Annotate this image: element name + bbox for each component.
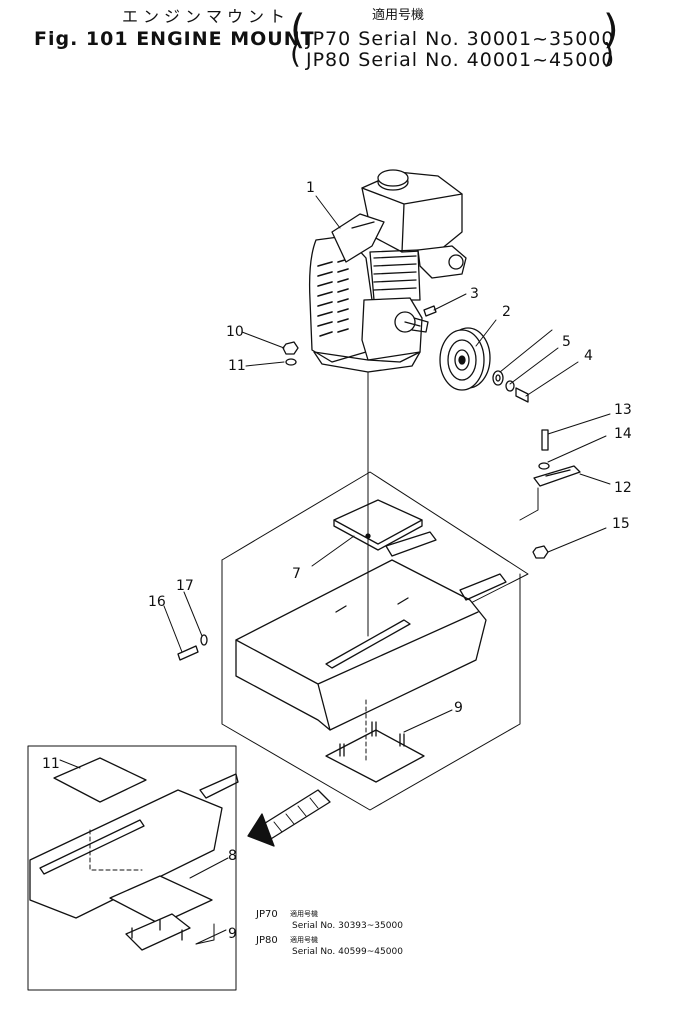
side-bolt-washer bbox=[177, 634, 208, 661]
side-bolt bbox=[177, 645, 199, 661]
inset-variant bbox=[27, 745, 239, 991]
callout-1: 1 bbox=[306, 180, 315, 196]
adjust-slots bbox=[335, 597, 409, 613]
callout-13: 13 bbox=[614, 402, 632, 418]
arrow-head bbox=[247, 813, 275, 847]
tension-slot bbox=[545, 469, 571, 477]
callout-2: 2 bbox=[502, 304, 511, 320]
callout-7: 7 bbox=[292, 566, 301, 582]
callout-10: 10 bbox=[226, 324, 244, 340]
callout-8: 8 bbox=[228, 848, 237, 864]
rubber-mount-studs bbox=[339, 721, 405, 757]
pulley-assembly bbox=[423, 305, 529, 403]
mount-plate-edge bbox=[333, 519, 423, 551]
pulley-bore bbox=[458, 355, 466, 365]
note-jp70-model: JP70 bbox=[256, 909, 278, 920]
fuel-tank bbox=[361, 171, 463, 253]
bracket-leader bbox=[519, 487, 539, 521]
engine-assembly bbox=[308, 169, 467, 373]
callout-5: 5 bbox=[562, 334, 571, 350]
frame-nut bbox=[532, 545, 549, 559]
frame-outline-sides bbox=[221, 559, 521, 811]
inset-belt-slot bbox=[39, 819, 145, 875]
inset-box bbox=[27, 745, 237, 991]
bracket-washer bbox=[538, 462, 550, 470]
note-jp70-serial: Serial No. 30393~35000 bbox=[292, 921, 403, 931]
callout-12: 12 bbox=[614, 480, 632, 496]
inset-bracket-9 bbox=[195, 923, 215, 945]
engine-nut-washer bbox=[282, 341, 299, 366]
output-shaft bbox=[404, 317, 429, 333]
callout-4: 4 bbox=[584, 348, 593, 364]
carburetor-knob bbox=[448, 254, 464, 270]
note-jp70-applicable: 適用号機 bbox=[290, 910, 318, 918]
fuel-cap-top bbox=[377, 169, 409, 187]
engine-base bbox=[313, 351, 421, 373]
note-jp80-serial: Serial No. 40599~45000 bbox=[292, 947, 403, 957]
arrow-hatch bbox=[273, 797, 319, 833]
inset-studs bbox=[131, 919, 183, 941]
hex-nut bbox=[282, 341, 299, 355]
frame-assembly bbox=[221, 371, 529, 811]
pulley-bolt-head bbox=[515, 387, 529, 403]
inset-frame-body bbox=[29, 789, 223, 919]
belt-tension-bracket bbox=[519, 429, 581, 559]
leader-lines bbox=[59, 195, 611, 945]
right-paren-2: ) bbox=[603, 37, 614, 70]
cylinder-block bbox=[369, 249, 421, 301]
bracket-bolt bbox=[541, 429, 549, 451]
note-jp80-applicable: 適用号機 bbox=[290, 936, 318, 944]
shaft-key bbox=[423, 305, 437, 317]
callout-labels: 1 2 3 4 5 7 9 10 11 12 13 14 15 16 17 11… bbox=[42, 180, 632, 942]
handle-ridge bbox=[351, 221, 375, 229]
callout-inset-11: 11 bbox=[42, 756, 60, 772]
left-paren-1: ( bbox=[290, 7, 306, 53]
left-paren-2: ( bbox=[290, 37, 301, 70]
serial-range-jp80: JP80 Serial No. 40001~45000 bbox=[306, 49, 615, 71]
inset-bracket bbox=[199, 773, 239, 799]
frame-body-edges bbox=[235, 611, 479, 731]
inset-rubber-mount bbox=[125, 913, 191, 951]
pulley-groove bbox=[447, 339, 477, 381]
inset-pointer-arrow bbox=[247, 789, 331, 847]
output-shaft-boss bbox=[394, 311, 416, 333]
shroud-vents bbox=[317, 258, 349, 337]
callout-9: 9 bbox=[454, 700, 463, 716]
rubber-mount-plate bbox=[325, 729, 425, 783]
right-paren-1: ) bbox=[603, 7, 619, 53]
engine-handle bbox=[331, 213, 385, 263]
fuel-tank-edges bbox=[361, 187, 463, 253]
inset-spacer-plate bbox=[109, 875, 213, 925]
callout-15: 15 bbox=[612, 516, 630, 532]
callout-17: 17 bbox=[176, 578, 194, 594]
belt-slot bbox=[325, 619, 411, 669]
pulley-washer bbox=[492, 370, 504, 386]
japanese-title: エンジンマウント bbox=[122, 7, 291, 26]
mount-bracket-right bbox=[459, 573, 507, 601]
mount-plate bbox=[333, 499, 423, 545]
callout-14: 14 bbox=[614, 426, 632, 442]
flat-washer bbox=[285, 358, 297, 366]
figure-title: Fig. 101 ENGINE MOUNT bbox=[34, 28, 315, 50]
lock-washer bbox=[505, 380, 515, 392]
serial-range-jp70: JP70 Serial No. 30001~35000 bbox=[306, 28, 615, 50]
fan-shroud bbox=[308, 235, 373, 363]
applicable-serials-label: 適用号機 bbox=[372, 8, 425, 23]
mount-bracket-rear bbox=[385, 531, 437, 557]
note-jp80-model: JP80 bbox=[256, 935, 278, 946]
callout-16: 16 bbox=[148, 594, 166, 610]
crankcase bbox=[361, 297, 423, 363]
cylinder-fins bbox=[373, 255, 417, 291]
pulley-hub bbox=[454, 349, 470, 371]
callout-inset-9: 9 bbox=[228, 926, 237, 942]
side-washer bbox=[200, 634, 208, 646]
inset-mount-plate bbox=[53, 757, 147, 803]
carburetor bbox=[417, 245, 467, 279]
callout-3: 3 bbox=[470, 286, 479, 302]
pulley-washer-hole bbox=[495, 374, 501, 382]
callout-11: 11 bbox=[228, 358, 246, 374]
